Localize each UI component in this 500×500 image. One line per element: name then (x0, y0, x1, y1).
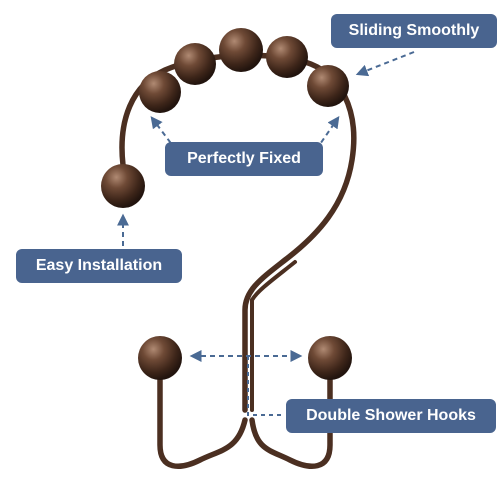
hook-tip-ball-left (138, 336, 182, 380)
roller-ball (219, 28, 263, 72)
callout-sliding-smoothly: Sliding Smoothly (331, 14, 497, 48)
roller-ball (266, 36, 308, 78)
arrow-fixed-left (150, 116, 177, 151)
callout-easy-installation: Easy Installation (16, 249, 182, 283)
roller-ball (174, 43, 216, 85)
end-ball (101, 164, 145, 208)
roller-ball (139, 71, 181, 113)
callout-double-label: Double Shower Hooks (306, 407, 476, 424)
callout-perfectly-fixed: Perfectly Fixed (165, 142, 323, 176)
arrow-sliding (355, 51, 415, 77)
arrow-double-connector (247, 356, 284, 416)
callout-sliding-label: Sliding Smoothly (348, 22, 480, 39)
callout-easy-label: Easy Installation (35, 257, 163, 274)
callout-double-shower-hooks: Double Shower Hooks (286, 399, 496, 433)
arrow-fixed-right (315, 116, 340, 151)
hook-tip-ball-right (308, 336, 352, 380)
callout-arrows (117, 51, 415, 416)
roller-ball (307, 65, 349, 107)
callout-fixed-label: Perfectly Fixed (187, 150, 301, 167)
roller-balls (139, 28, 349, 113)
